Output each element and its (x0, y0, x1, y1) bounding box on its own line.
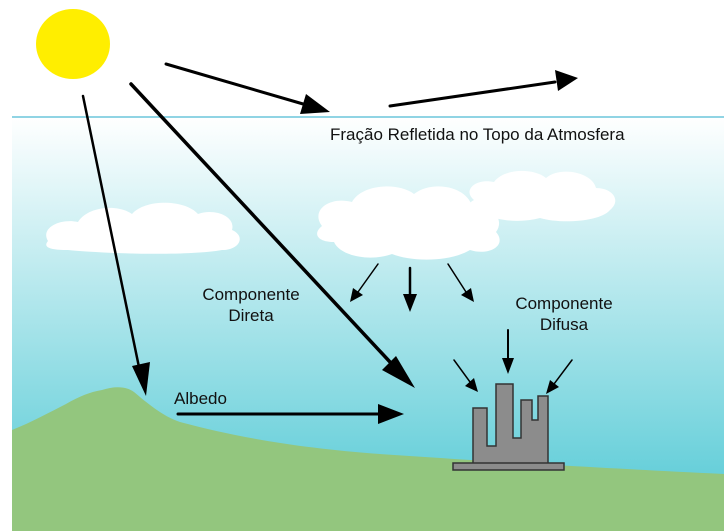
direct-to-ground-arrowhead (132, 362, 150, 396)
direct-to-city-arrow-shaft (129, 82, 392, 364)
sun-icon (36, 9, 110, 79)
diffuse-arrow-left-shaft (453, 359, 471, 383)
building (472, 383, 549, 467)
cloud-arrow-down-head (403, 294, 417, 312)
reflected-arrowhead (555, 70, 578, 91)
cloud-arrow-left-shaft (357, 263, 379, 293)
diffuse-arrow-right-head (546, 380, 559, 394)
cloud-left (46, 202, 240, 254)
diffuse-arrow-right-shaft (553, 359, 573, 385)
incoming-arrow-shaft (164, 62, 312, 108)
direct-component-line2: Direta (228, 306, 274, 325)
incoming-arrowhead (300, 94, 330, 114)
diffuse-component-label: Componente Difusa (500, 293, 628, 335)
cloud-right (469, 170, 616, 222)
cloud-arrow-left-head (350, 288, 363, 302)
direct-component-line1: Componente (202, 285, 300, 304)
reflected-arrow-shaft (388, 80, 557, 108)
ground-hill (12, 387, 724, 531)
diffuse-arrow-left-head (465, 378, 478, 392)
albedo-label: Albedo (174, 389, 227, 408)
diffuse-component-line1: Componente (515, 294, 613, 313)
direct-to-ground-arrow-shaft (81, 94, 142, 374)
cloud-center (317, 186, 500, 260)
reflected-fraction-label: Fração Refletida no Topo da Atmosfera (330, 125, 625, 144)
building-base (452, 462, 565, 471)
cloud-arrow-right-head (461, 288, 474, 302)
albedo-arrowhead (378, 404, 404, 424)
cloud-arrow-right-shaft (447, 263, 467, 293)
direct-component-label: Componente Direta (176, 284, 326, 326)
diffuse-component-line2: Difusa (539, 315, 589, 334)
diffuse-arrow-down-head (502, 358, 514, 374)
direct-to-city-arrowhead (382, 356, 415, 388)
